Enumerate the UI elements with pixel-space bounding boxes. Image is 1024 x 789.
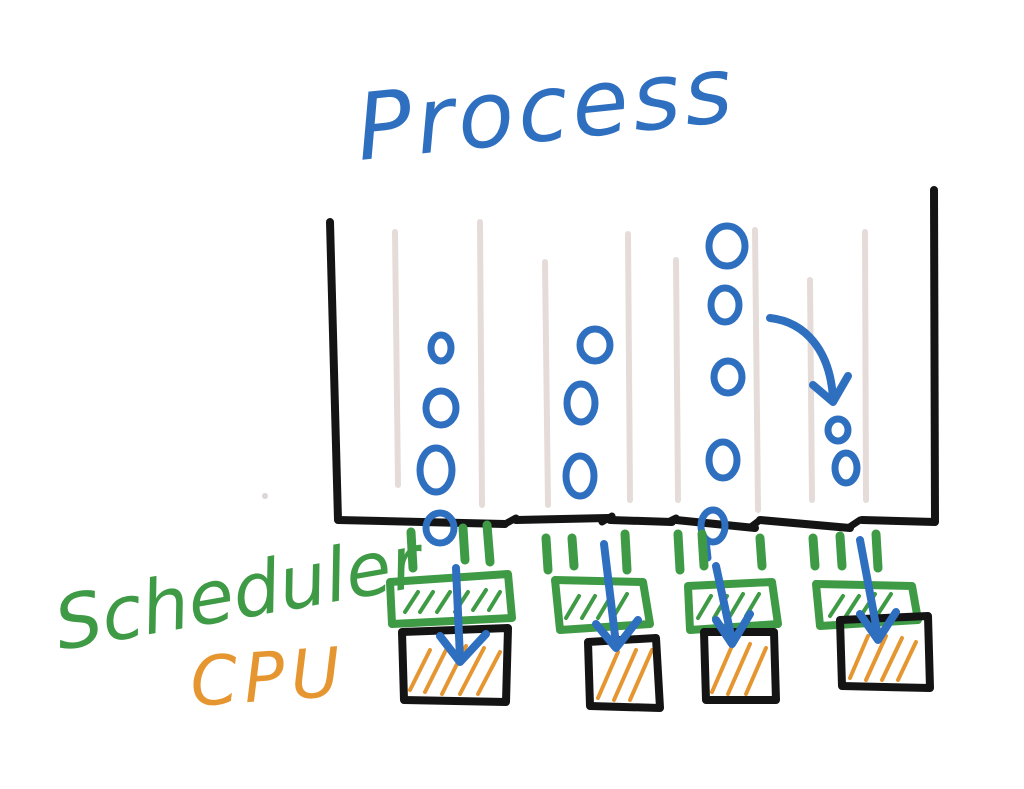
- dispatch-arrow-4: [856, 536, 900, 644]
- cpu-label: CPU: [188, 633, 349, 723]
- cpu-box-2: [584, 634, 664, 712]
- work-items-lane-2: [562, 325, 614, 500]
- migration-arrow: [766, 314, 852, 406]
- work-items-lane-3: [697, 222, 749, 562]
- scheduler-box-3: [684, 578, 782, 634]
- work-items-lane-4: [824, 415, 861, 487]
- work-items-lane-1: [416, 331, 460, 547]
- dispatch-arrow-1: [436, 564, 490, 666]
- process-container: [326, 186, 939, 532]
- process-label: Process: [351, 36, 741, 182]
- cpu-box-1: [398, 624, 512, 706]
- dispatch-arrow-3: [712, 562, 754, 648]
- scheduler-inlets: [406, 520, 883, 575]
- stray-dot: [262, 493, 268, 499]
- thread-lanes: [392, 219, 869, 513]
- container-notches: [501, 512, 864, 532]
- cpu-box-3: [700, 628, 780, 704]
- cpu-box-4: [836, 612, 934, 692]
- dispatch-arrow-2: [592, 540, 642, 652]
